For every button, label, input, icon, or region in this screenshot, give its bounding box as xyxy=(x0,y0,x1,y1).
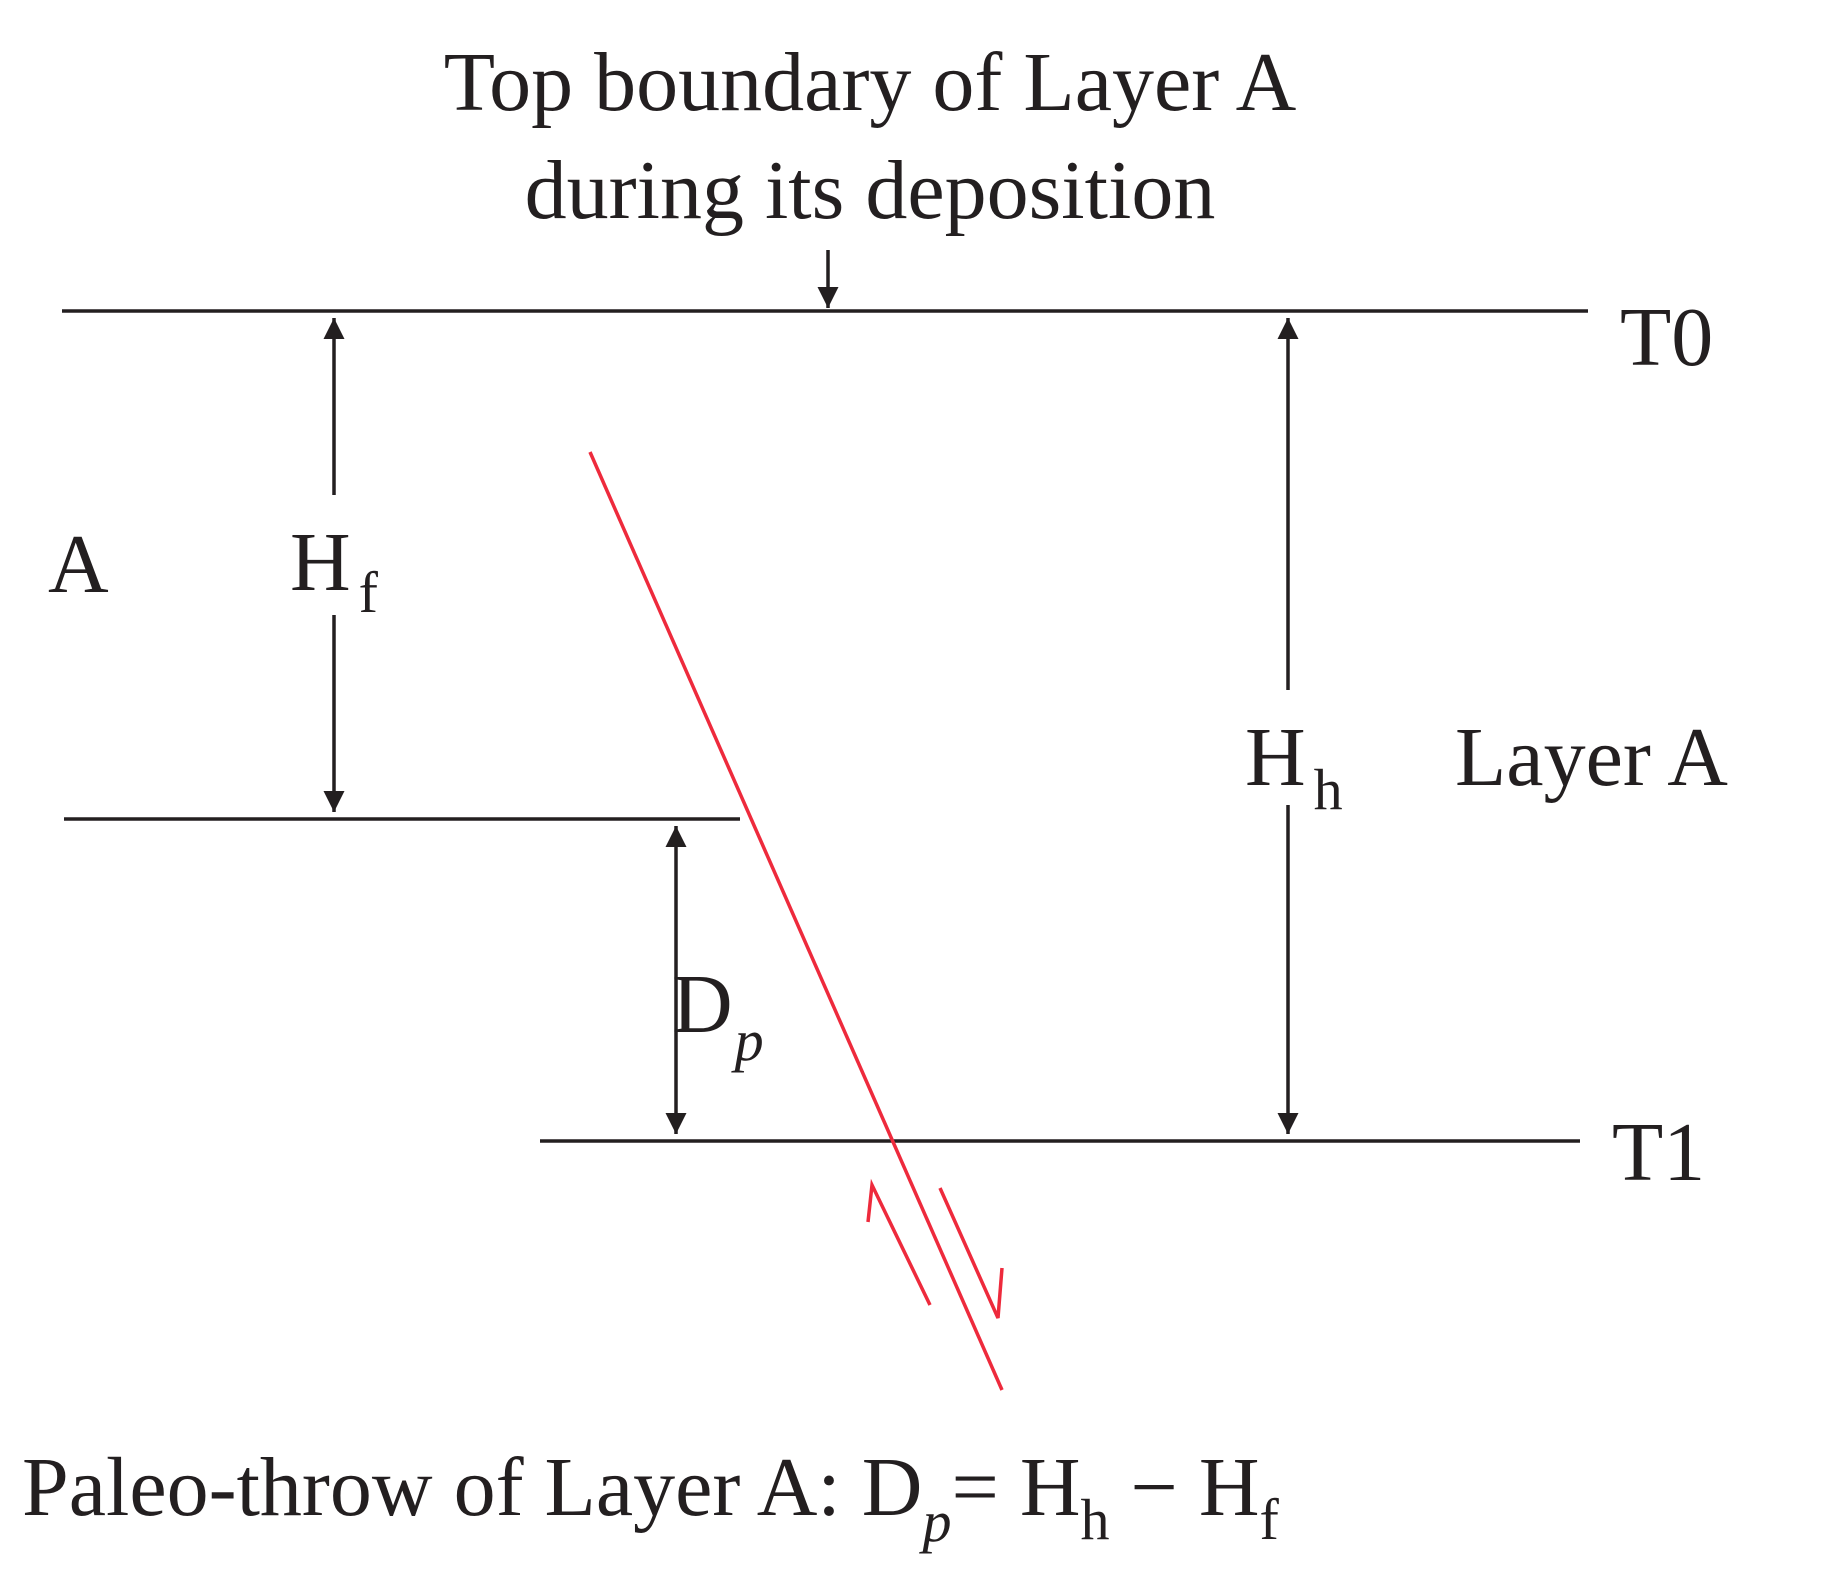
fault-line xyxy=(588,451,1004,1391)
block-a-label: A xyxy=(48,518,109,611)
formula-dp-main: D xyxy=(862,1441,923,1534)
formula-hf-main: H xyxy=(1199,1441,1260,1534)
formula-hh-main: H xyxy=(1020,1441,1081,1534)
caption-top-line1: Top boundary of Layer A xyxy=(444,36,1297,129)
formula-text: Paleo-throw of Layer A: Dp= Hh − Hf xyxy=(22,1441,1280,1554)
formula-equals: = xyxy=(951,1441,1019,1534)
hf-label-main: H xyxy=(290,516,351,609)
hf-label-sub: f xyxy=(359,560,379,625)
layer-a-label: Layer A xyxy=(1455,711,1728,804)
horizon-t0-label: T0 xyxy=(1620,291,1713,384)
formula-minus: − xyxy=(1109,1441,1198,1534)
hh-label-main: H xyxy=(1245,711,1306,804)
formula-prefix: Paleo-throw of Layer A: xyxy=(22,1441,862,1534)
dp-label: Dp xyxy=(672,958,764,1073)
caption-top-line2: during its deposition xyxy=(525,144,1216,237)
horizon-t1-label: T1 xyxy=(1612,1106,1705,1199)
dp-label-sub: p xyxy=(731,1008,764,1073)
hh-label-sub: h xyxy=(1314,757,1343,822)
formula-hh-sub: h xyxy=(1080,1487,1109,1552)
formula-dp-sub: p xyxy=(918,1489,951,1554)
dp-label-main: D xyxy=(672,958,733,1051)
fault-slip-arrow-down xyxy=(938,1187,1004,1319)
fault-slip-arrow-up xyxy=(866,1178,932,1306)
formula-hf-sub: f xyxy=(1260,1487,1280,1552)
